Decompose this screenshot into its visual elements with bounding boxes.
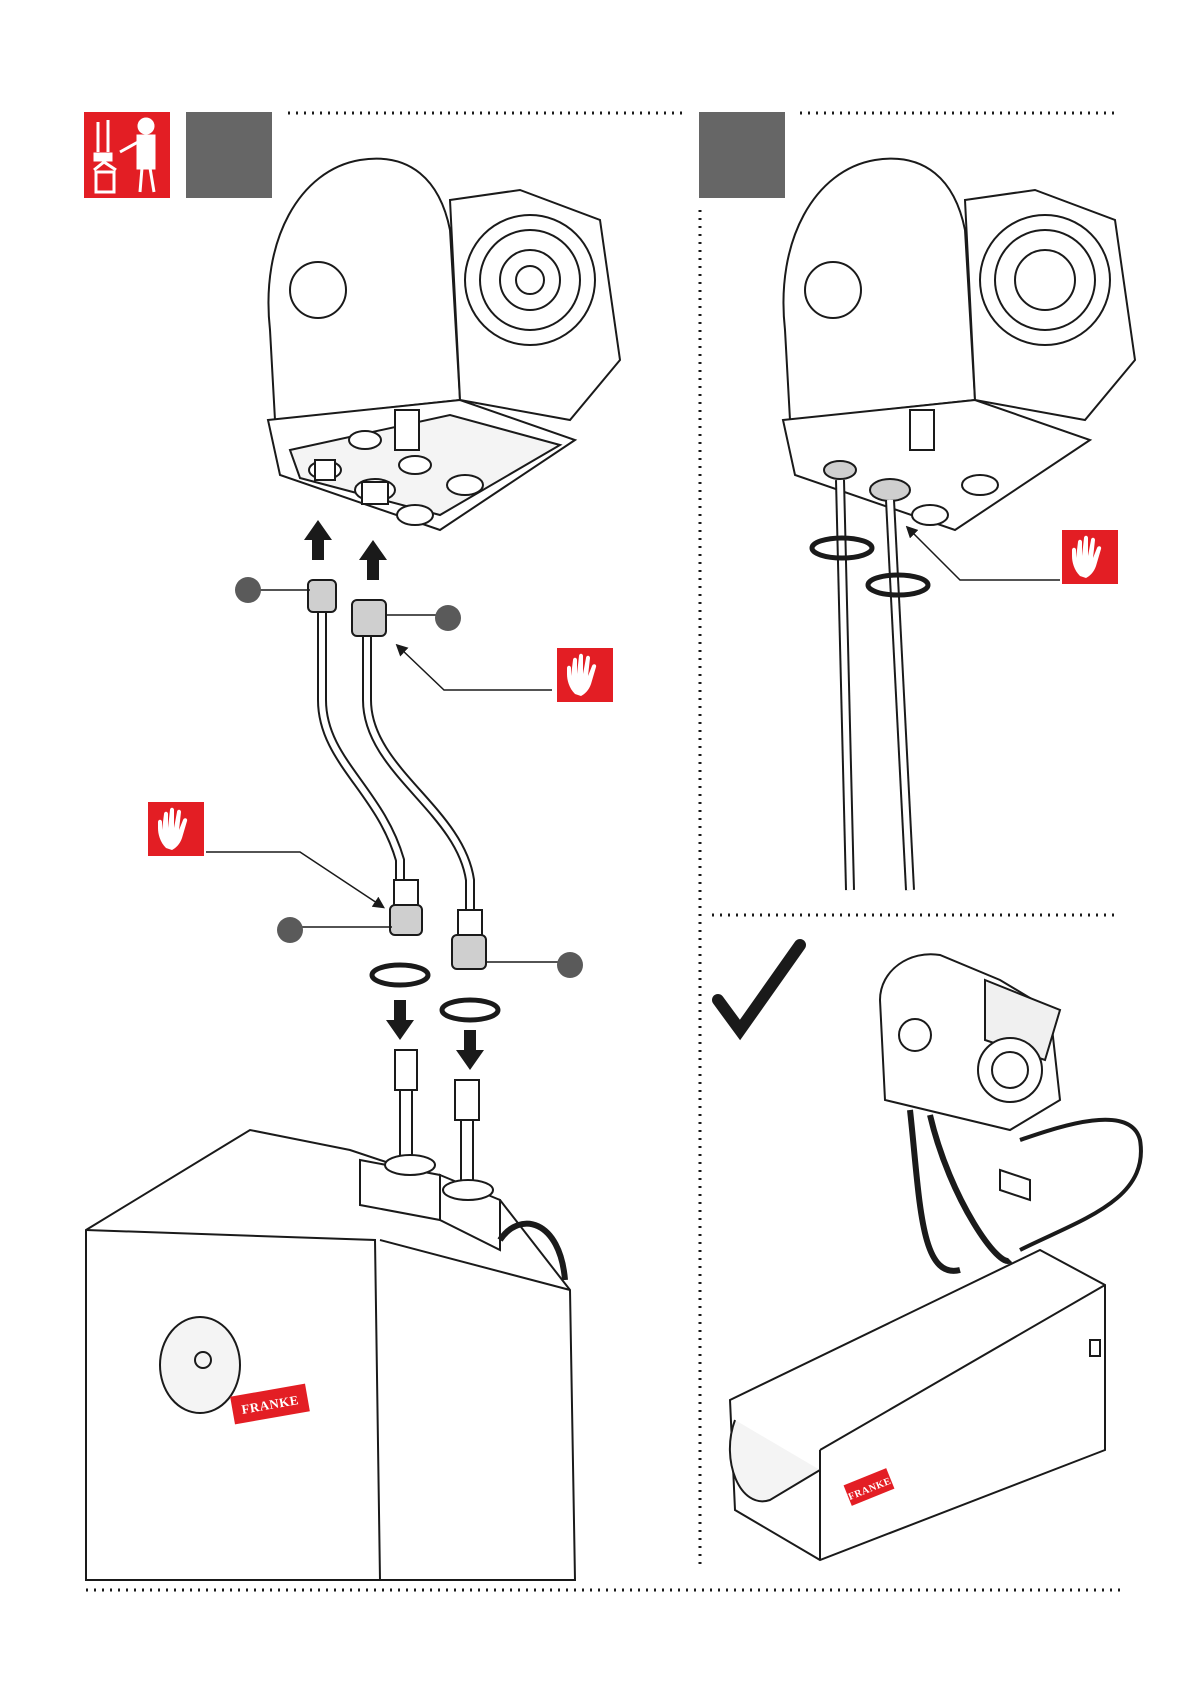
hose-pair-1	[308, 580, 486, 969]
hose-pair-2	[840, 480, 910, 890]
final-assembly	[730, 954, 1141, 1560]
callout-leader	[910, 530, 1060, 580]
faucet-base-unit-2	[783, 159, 1135, 530]
faucet-base-unit-1	[268, 159, 620, 530]
rotate-arrow-icon	[812, 538, 928, 595]
boiler-tank	[86, 1130, 575, 1580]
arrow-up-icon	[304, 520, 387, 580]
checkmark-icon	[718, 945, 800, 1030]
rotate-arrow-icon	[372, 965, 498, 1020]
